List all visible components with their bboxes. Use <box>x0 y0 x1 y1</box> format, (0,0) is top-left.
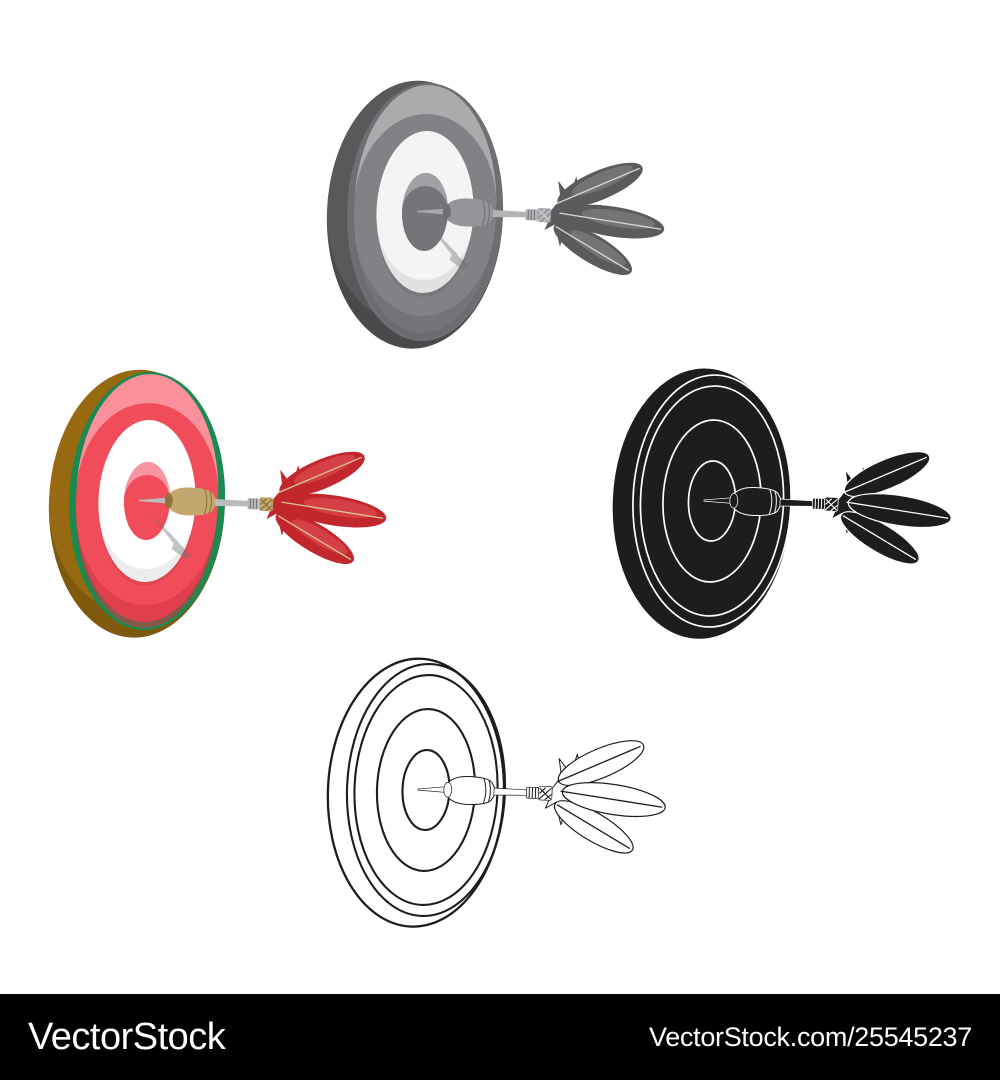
watermark-credit-text: VectorStock.com/25545237 <box>648 1021 972 1052</box>
dart-in-dartboard-monochrome-icon <box>322 77 669 352</box>
dart-in-dartboard-black-icon <box>609 366 956 641</box>
watermark-bar: VectorStock VectorStock.com/25545237 <box>0 994 1000 1080</box>
dart-in-dartboard-cartoon-icon <box>44 366 391 641</box>
watermark-brand-text: VectorStock <box>28 1016 226 1058</box>
dart-in-dartboard-outline-icon <box>323 655 670 930</box>
